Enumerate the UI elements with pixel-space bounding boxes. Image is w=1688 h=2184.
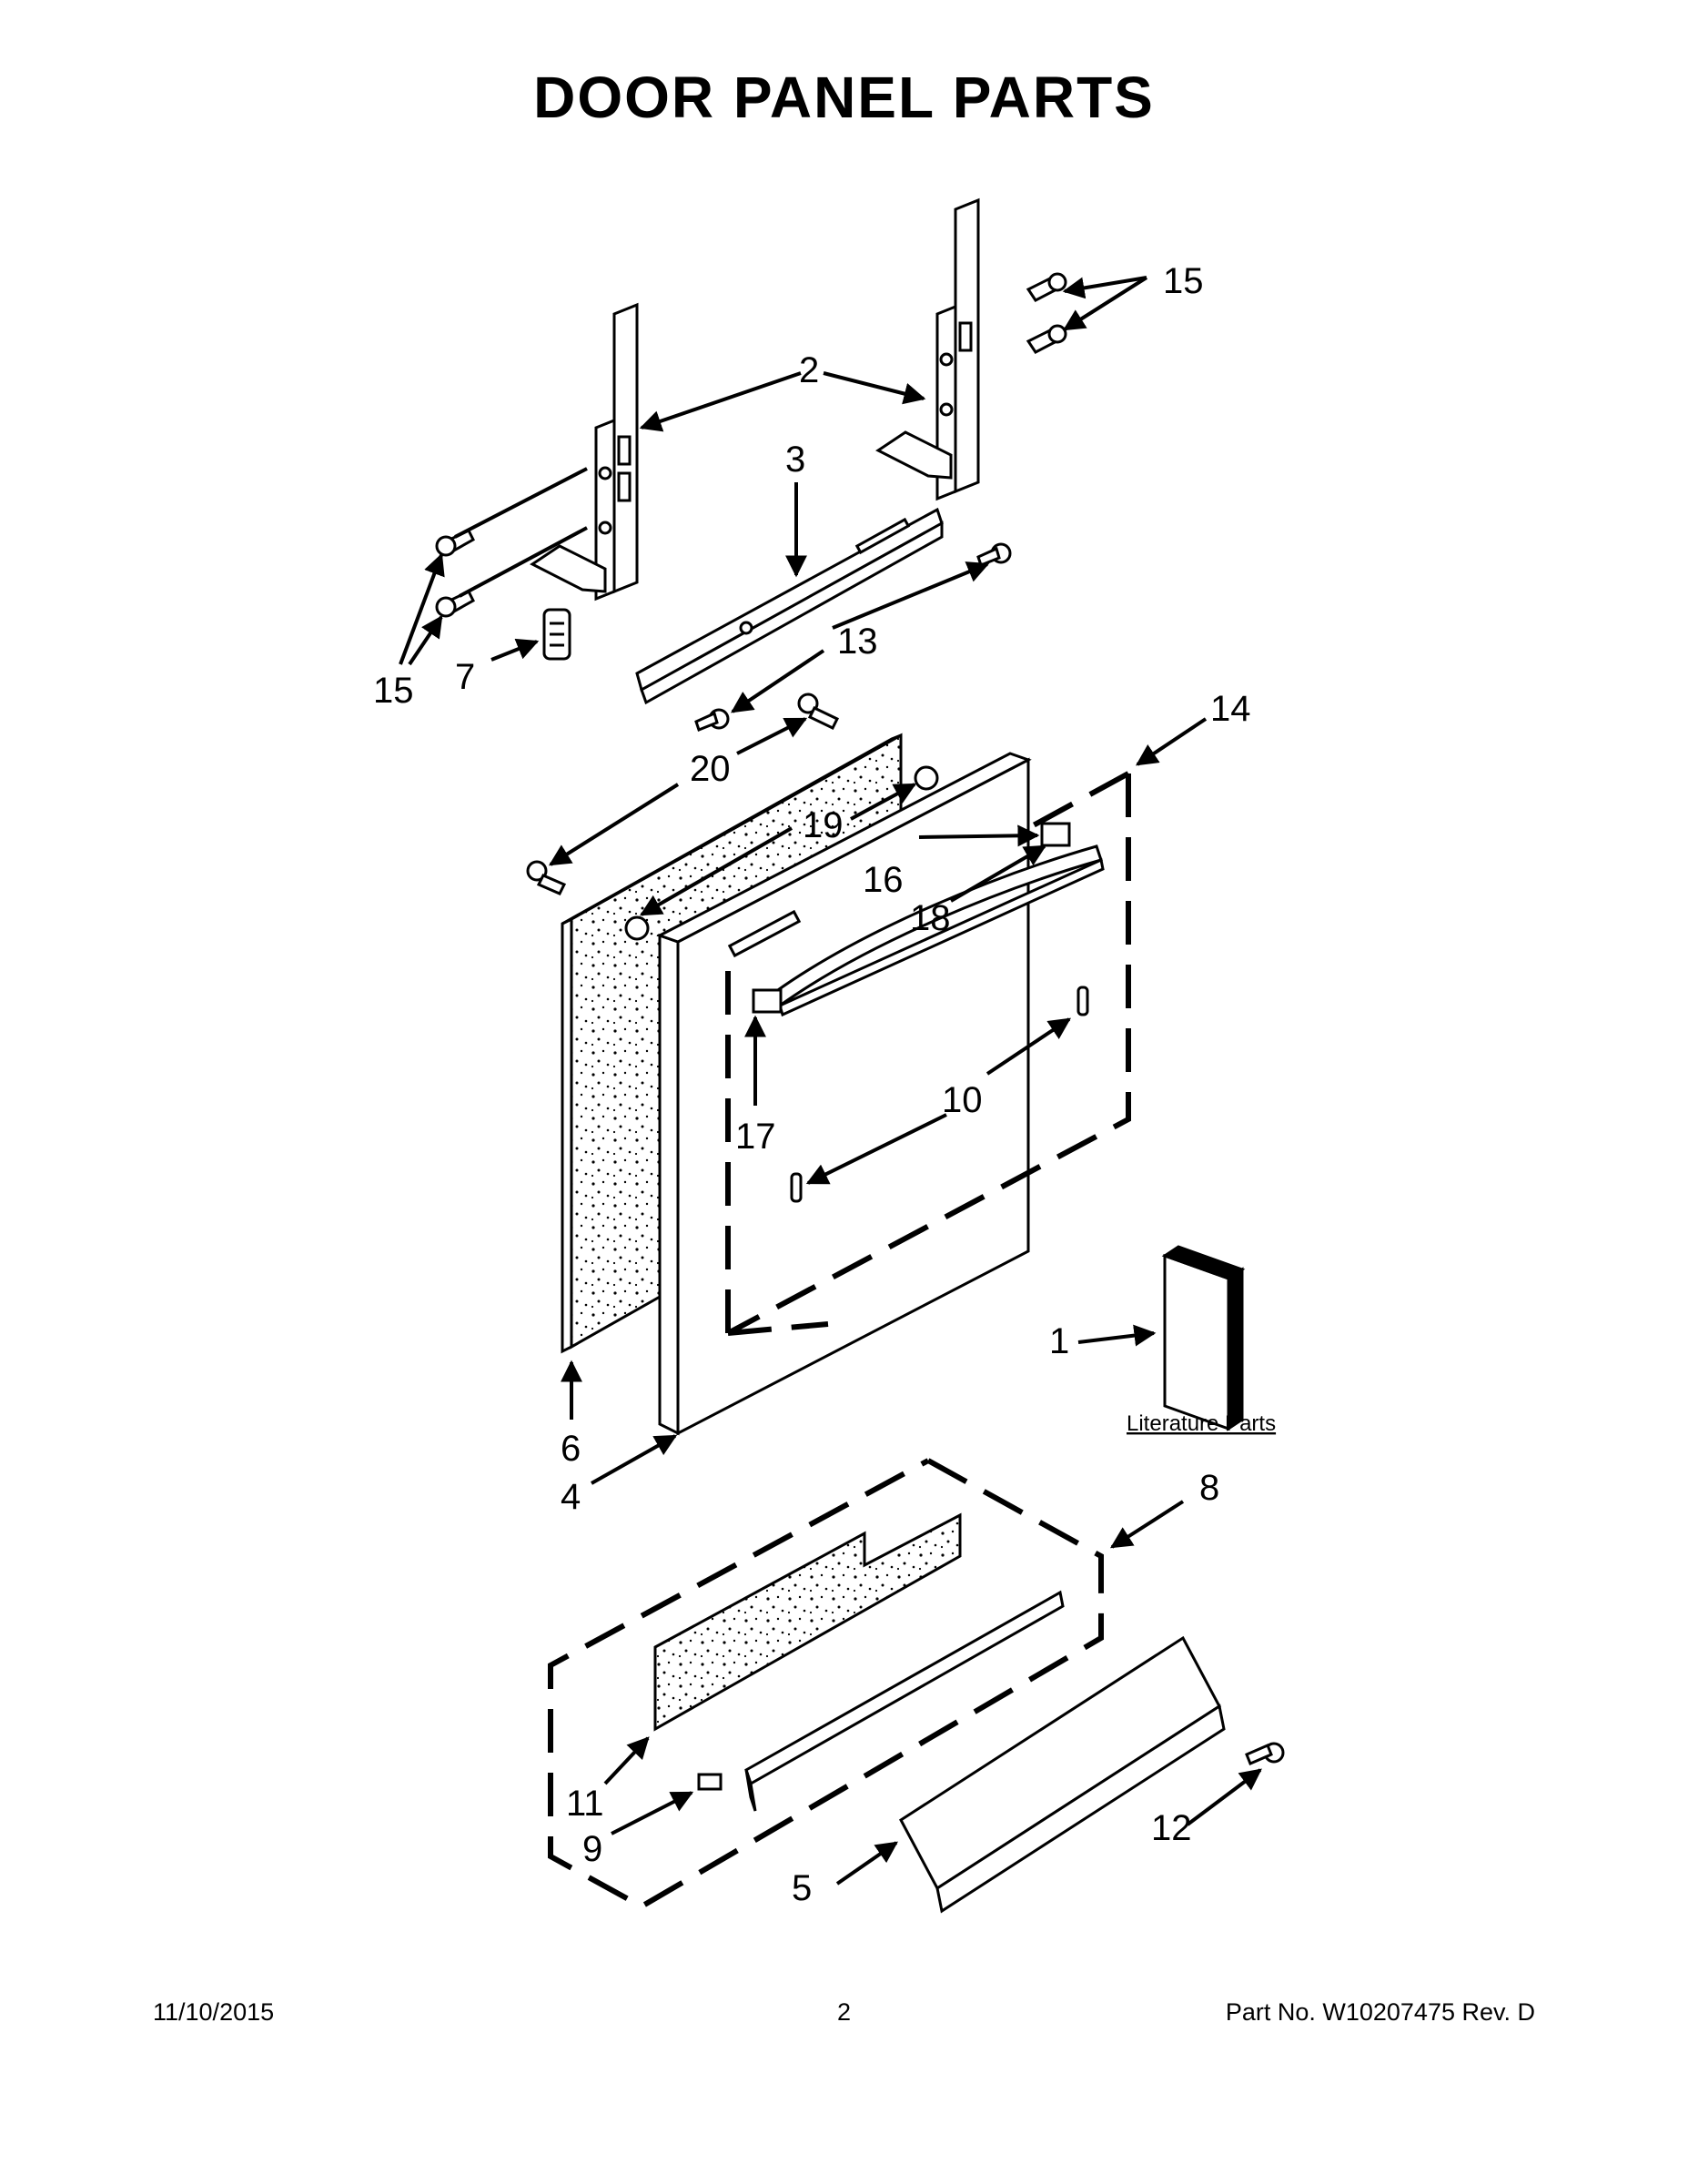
toe-rail bbox=[744, 1590, 1065, 1812]
callout-5: 5 bbox=[792, 1868, 812, 1908]
clip-9 bbox=[697, 1773, 723, 1791]
callout-15-top: 15 bbox=[1163, 261, 1204, 301]
footer-date: 11/10/2015 bbox=[153, 1998, 275, 2026]
callout-3: 3 bbox=[785, 440, 805, 480]
plug-10-upper bbox=[1076, 986, 1089, 1016]
callout-7: 7 bbox=[455, 657, 475, 697]
callout-20: 20 bbox=[690, 749, 731, 789]
callout-2: 2 bbox=[799, 350, 819, 390]
callout-15-left: 15 bbox=[373, 671, 414, 711]
screw-13-right bbox=[976, 542, 1012, 567]
screw-13-left bbox=[694, 708, 730, 732]
toe-panel-5 bbox=[899, 1635, 1226, 1914]
callout-17: 17 bbox=[735, 1117, 776, 1157]
outer-door-panel-4 bbox=[624, 752, 1032, 1436]
literature-part-1 bbox=[1161, 1245, 1246, 1431]
callout-19: 19 bbox=[803, 805, 844, 845]
screw-15-left-a bbox=[435, 529, 475, 557]
screw-20-upper bbox=[797, 693, 840, 730]
page-title: DOOR PANEL PARTS bbox=[533, 65, 1155, 130]
screw-15-top-right-a bbox=[1026, 272, 1067, 302]
plug-10-lower bbox=[790, 1172, 803, 1203]
screw-20-left bbox=[526, 860, 567, 895]
callout-1: 1 bbox=[1049, 1321, 1069, 1361]
footer-part-number: Part No. W10207475 Rev. D bbox=[1225, 1998, 1535, 2026]
callout-8: 8 bbox=[1199, 1468, 1219, 1508]
callout-9: 9 bbox=[582, 1829, 602, 1869]
hinge-bracket-right bbox=[875, 197, 980, 501]
toe-foam-11 bbox=[653, 1512, 962, 1732]
callout-4: 4 bbox=[561, 1477, 581, 1517]
callout-18: 18 bbox=[910, 898, 951, 938]
screw-12 bbox=[1245, 1742, 1285, 1765]
handle-end-cap-17 bbox=[752, 988, 783, 1014]
handle-end-cap-16 bbox=[1040, 822, 1071, 847]
footer-page-number: 2 bbox=[836, 1998, 852, 2026]
callout-10: 10 bbox=[942, 1080, 983, 1120]
leader-lines bbox=[399, 276, 1262, 1886]
callout-16: 16 bbox=[863, 860, 904, 900]
screw-15-top-right-b bbox=[1026, 324, 1067, 354]
callout-13: 13 bbox=[837, 622, 878, 662]
literature-parts-label: Literature Parts bbox=[1127, 1411, 1276, 1436]
callout-12: 12 bbox=[1151, 1808, 1192, 1848]
callout-14: 14 bbox=[1210, 689, 1251, 729]
hinge-bracket-left bbox=[530, 302, 639, 602]
screw-15-left-b bbox=[435, 590, 475, 618]
callout-11: 11 bbox=[566, 1784, 604, 1824]
clip-7 bbox=[542, 608, 571, 661]
toe-panel-kit-outline-8 bbox=[548, 1458, 1104, 1910]
support-rail-3 bbox=[635, 507, 944, 705]
callout-6: 6 bbox=[561, 1429, 581, 1469]
